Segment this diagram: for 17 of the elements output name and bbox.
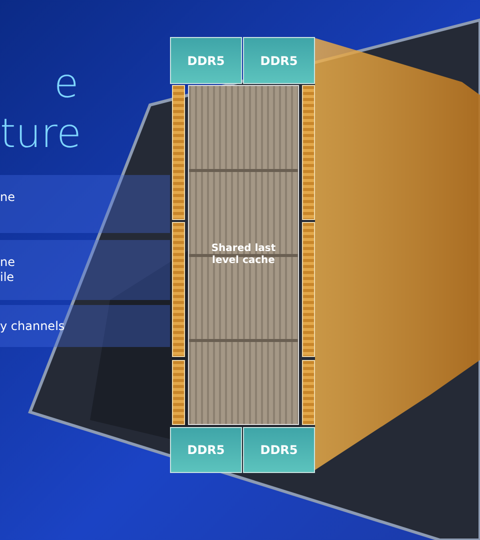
bullet-text: y channels [0, 319, 66, 334]
cache-block [188, 85, 299, 425]
bridge-strip [172, 85, 185, 220]
memory-controller-tile: DDR5 [170, 37, 242, 84]
memory-controller-tile: DDR5 [243, 427, 315, 473]
memory-controller-tile: DDR5 [170, 427, 242, 473]
title-fragment: ture [0, 112, 82, 156]
title-fragment: e [54, 62, 80, 106]
bullet-text: ne [0, 190, 16, 205]
memory-controller-tile: DDR5 [243, 37, 315, 84]
cache-label: Shared last level cache [210, 243, 277, 267]
bridge-strip [172, 360, 185, 425]
bridge-strip [302, 85, 315, 220]
bullet-text: ne ile [0, 255, 16, 285]
bridge-strip [172, 222, 185, 357]
bridge-strip [302, 222, 315, 357]
bridge-strip [302, 360, 315, 425]
